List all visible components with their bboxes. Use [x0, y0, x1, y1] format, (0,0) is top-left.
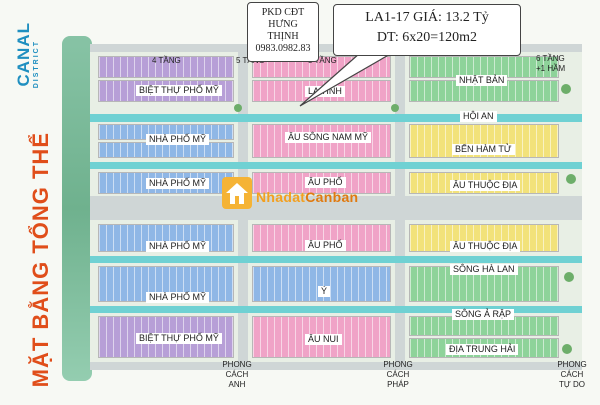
callout-line-2: HƯNG [268, 19, 298, 30]
sales-contact-callout: PKD CĐT HƯNG THỊNH 0983.0982.83 [247, 2, 319, 62]
zone-label-left-3: NHÀ PHỐ MỸ [146, 178, 210, 189]
zone-label-center-6: ÂU NUI [305, 334, 342, 345]
callout-phone: 0983.0982.83 [255, 43, 311, 54]
zone-label-center-2: ÂU SÔNG NAM MỸ [285, 132, 372, 143]
plan-area: 4 TẦNG 5 TẦNG 5 TẦNG 6 TẦNG +1 HẦM BIỆT … [90, 44, 582, 370]
zone-label-center-4: ÂU PHỐ [305, 240, 346, 251]
zone-label-center-3: ÂU PHỐ [305, 177, 346, 188]
style-label-phap: PHONG CÁCH PHÁP [383, 360, 413, 389]
zone-label-right-4: ÂU THUỘC ĐỊA [450, 180, 521, 191]
zone-label-center-5: Ý [318, 286, 331, 297]
watermark-text: NhadatCanban [256, 189, 359, 205]
zone-label-left-6: BIỆT THỰ PHỐ MỸ [136, 333, 222, 344]
zone-label-right-2: HỘI AN [460, 111, 497, 122]
zone-label-right-1: NHẬT BẢN [456, 75, 508, 86]
tree [564, 272, 574, 282]
block-right-6 [409, 266, 559, 302]
area-line: DT: 6x20=120m2 [376, 30, 478, 45]
block-left-1a [98, 56, 234, 78]
canal-4 [90, 306, 582, 313]
canal-1 [90, 114, 582, 122]
zone-label-left-4: NHÀ PHỐ MỸ [146, 241, 210, 252]
style-label-anh: PHONG CÁCH ANH [222, 360, 252, 389]
tree [566, 174, 576, 184]
bottom-road [90, 362, 582, 370]
tree [391, 104, 399, 112]
zone-label-right-3: BẾN HÀM TỬ [452, 144, 515, 155]
zone-label-left-2: NHÀ PHỐ MỸ [146, 134, 210, 145]
river-park [62, 36, 92, 381]
block-right-7 [409, 316, 559, 336]
callout-line-3: THỊNH [267, 31, 299, 42]
tree [561, 84, 571, 94]
side-note [588, 70, 600, 390]
price-line: LA1-17 GIÁ: 13.2 Tỷ [365, 10, 489, 25]
zone-label-right-6: SÔNG HÀ LAN [450, 264, 518, 275]
zone-label-right-5: ÂU THUỘC ĐỊA [450, 241, 521, 252]
watermark-house-icon [222, 177, 252, 209]
floor-tag-4: 4 TẦNG [152, 56, 181, 65]
canal-2 [90, 162, 582, 169]
tree [562, 344, 572, 354]
floor-tag-6: 6 TẦNG [536, 54, 565, 63]
canal-3 [90, 256, 582, 263]
zone-label-left-1: BIỆT THỰ PHỐ MỸ [136, 85, 222, 96]
block-left-4 [98, 224, 234, 252]
zone-label-right-7: SÔNG Ả RẬP [452, 309, 515, 320]
main-boulevard [90, 196, 582, 220]
floor-tag-basement: +1 HẦM [536, 64, 566, 73]
tree [234, 104, 242, 112]
style-label-tu-do: PHONG CÁCH TỰ DO [557, 360, 587, 389]
block-left-5 [98, 266, 234, 302]
price-callout: LA1-17 GIÁ: 13.2 Tỷ DT: 6x20=120m2 [333, 4, 521, 56]
zone-label-right-8: ĐỊA TRUNG HẢI [446, 344, 519, 355]
callout-line-1: PKD CĐT [261, 7, 305, 18]
zone-label-left-5: NHÀ PHỐ MỸ [146, 292, 210, 303]
block-left-2b [98, 142, 234, 158]
floor-tag-5b: 5 TẦNG [308, 56, 337, 65]
